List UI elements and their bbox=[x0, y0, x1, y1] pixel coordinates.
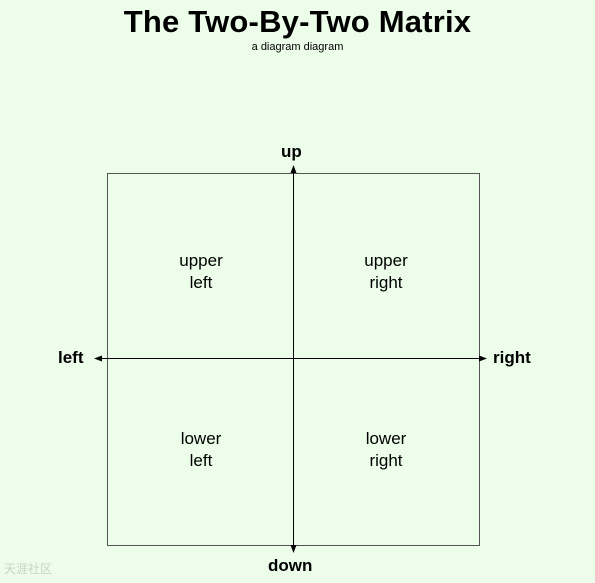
watermark-text: 天涯社区 bbox=[4, 562, 53, 576]
page-subtitle: a diagram diagram bbox=[251, 41, 344, 53]
horizontal-axis-arrow-left bbox=[94, 355, 102, 362]
quadrant-label-line: right bbox=[369, 451, 403, 470]
quadrant-label-line: lower bbox=[365, 429, 407, 448]
quadrant-label-line: left bbox=[189, 273, 213, 292]
watermark: 天涯社区 bbox=[4, 562, 52, 576]
quadrant-upper-left: upper left bbox=[108, 250, 294, 294]
axis-label-left: left bbox=[58, 348, 84, 367]
quadrant-label-line: upper bbox=[364, 251, 408, 270]
horizontal-axis-arrow-right bbox=[479, 355, 487, 362]
quadrant-label-line: upper bbox=[179, 251, 223, 270]
vertical-axis-arrow-up bbox=[290, 165, 297, 173]
quadrant-lower-left: lower left bbox=[108, 428, 294, 472]
axis-label-down: down bbox=[268, 556, 313, 575]
quadrant-lower-right: lower right bbox=[293, 428, 479, 472]
quadrant-upper-right: upper right bbox=[293, 250, 479, 294]
quadrant-label-line: left bbox=[189, 451, 213, 470]
quadrant-label-line: right bbox=[369, 273, 403, 292]
quadrant-label-line: lower bbox=[180, 429, 222, 448]
axis-label-up: up bbox=[281, 142, 302, 161]
axis-label-right: right bbox=[493, 348, 531, 367]
page-title: The Two-By-Two Matrix bbox=[123, 4, 472, 39]
vertical-axis-arrow-down bbox=[290, 545, 297, 553]
